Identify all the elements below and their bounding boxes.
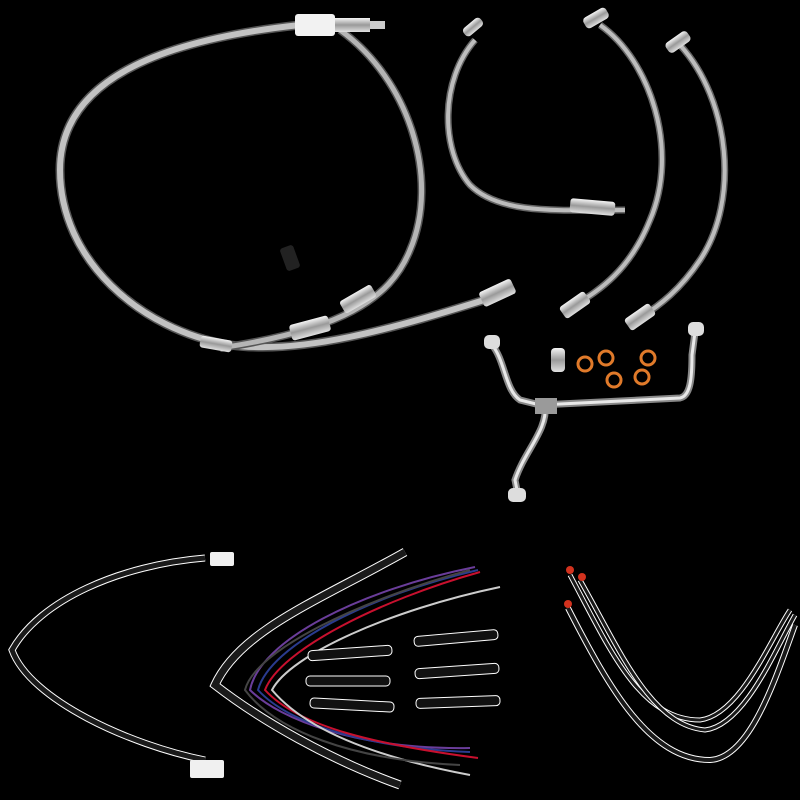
braided-brake-line-2 <box>559 7 666 319</box>
sealed-connector-wires <box>564 566 798 764</box>
copper-crush-washers <box>576 349 657 389</box>
wiring-harness-with-connectors <box>8 552 234 778</box>
connector-plug <box>190 760 224 778</box>
braided-clutch-cable <box>55 14 516 353</box>
heat-shrink-tubes <box>305 629 501 713</box>
braided-brake-line-1 <box>444 17 626 216</box>
chrome-hard-line-manifold <box>484 322 704 502</box>
banjo-bolt <box>551 348 565 372</box>
cable-label <box>295 14 335 36</box>
rubber-grommet <box>280 245 300 271</box>
connector-plug <box>210 552 234 566</box>
wire-bundle <box>209 548 501 790</box>
braided-brake-line-3 <box>624 31 729 331</box>
